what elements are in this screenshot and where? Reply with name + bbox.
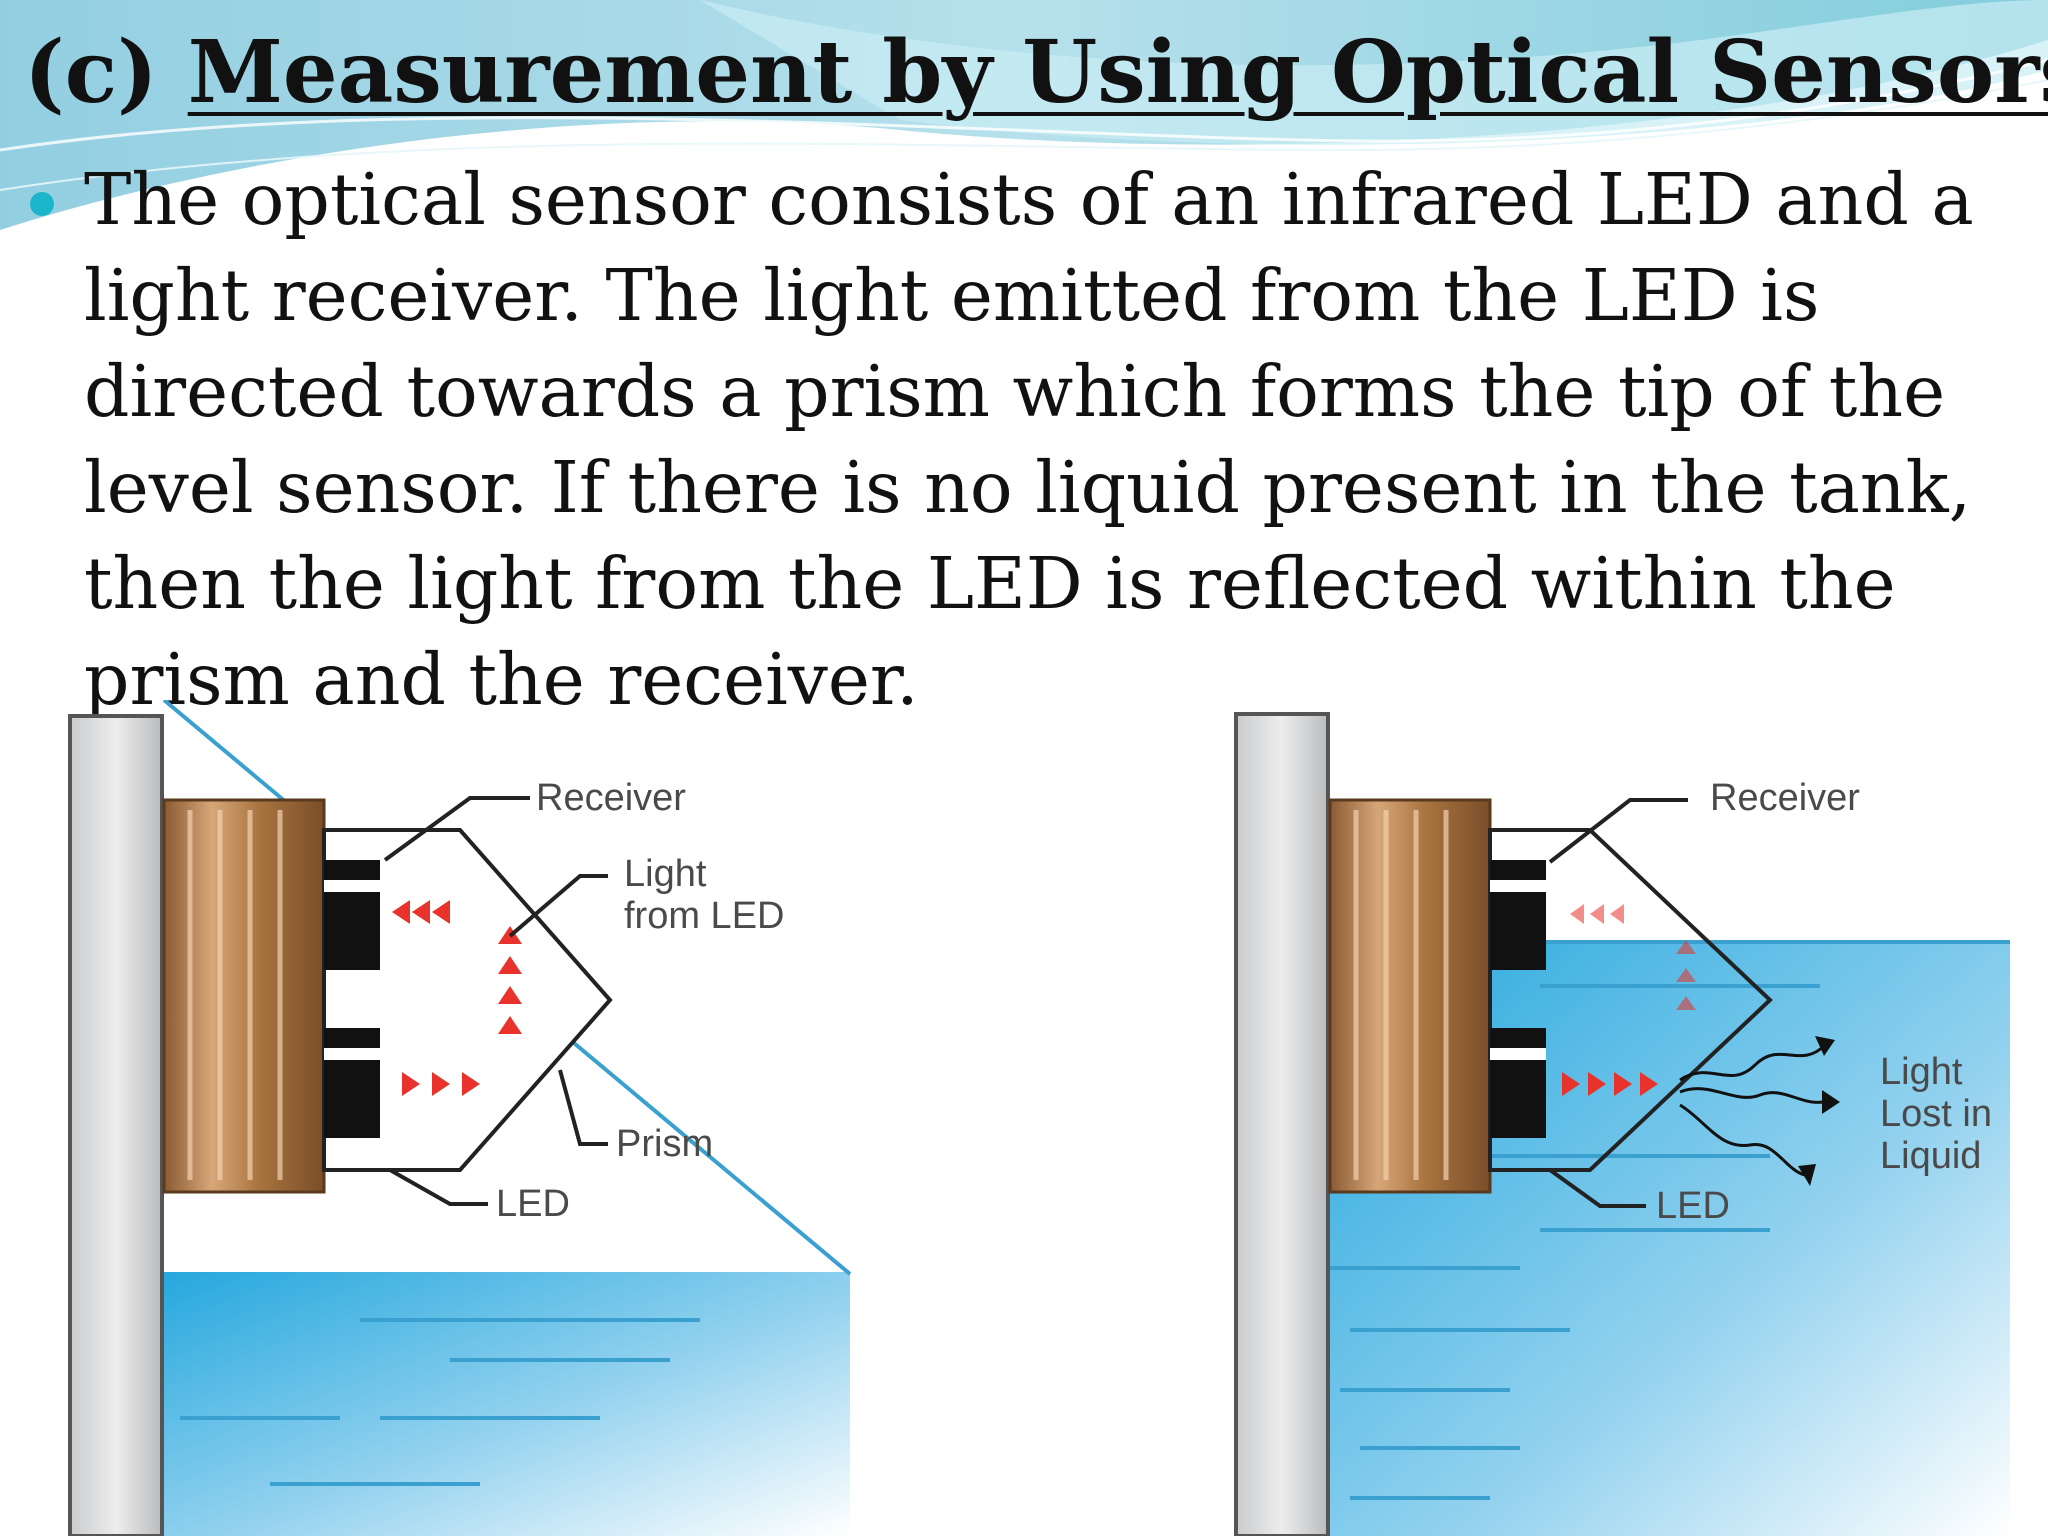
diagram-with-liquid: Receiver Light Lost in Liquid LED (1234, 712, 2010, 1536)
label-lost-line3: Liquid (1880, 1135, 1981, 1177)
label-led: LED (496, 1183, 570, 1225)
led-block (1490, 1028, 1546, 1138)
led-block (324, 1028, 380, 1138)
bullet-dot (30, 192, 54, 216)
label-light-line1: Light (624, 853, 707, 895)
label-prism: Prism (616, 1123, 713, 1165)
tank-wall (1234, 712, 1330, 1536)
liquid (164, 1272, 850, 1536)
label-led: LED (1656, 1185, 1730, 1227)
receiver-block (324, 860, 380, 970)
receiver-block (1490, 860, 1546, 970)
title-prefix: (c) (24, 22, 158, 123)
slide-title: (c) Measurement by Using Optical Sensors (24, 18, 2048, 128)
tank-wall (68, 714, 164, 1536)
light-arrows (392, 900, 522, 1096)
lost-light-waves (1679, 1043, 1831, 1177)
label-receiver: Receiver (536, 777, 686, 819)
title-main: Measurement by Using Optical Sensors (187, 22, 2048, 123)
label-light-line2: from LED (624, 895, 784, 937)
diagram-no-liquid: Receiver Light from LED Prism LED (68, 700, 852, 1536)
label-lost-line1: Light (1880, 1051, 1963, 1093)
weak-arrows (1570, 904, 1696, 1010)
label-receiver: Receiver (1710, 777, 1860, 819)
bullet-text: The optical sensor consists of an infrar… (84, 158, 1974, 721)
label-lost-line2: Lost in (1880, 1093, 1992, 1135)
light-arrows (1562, 1072, 1658, 1096)
